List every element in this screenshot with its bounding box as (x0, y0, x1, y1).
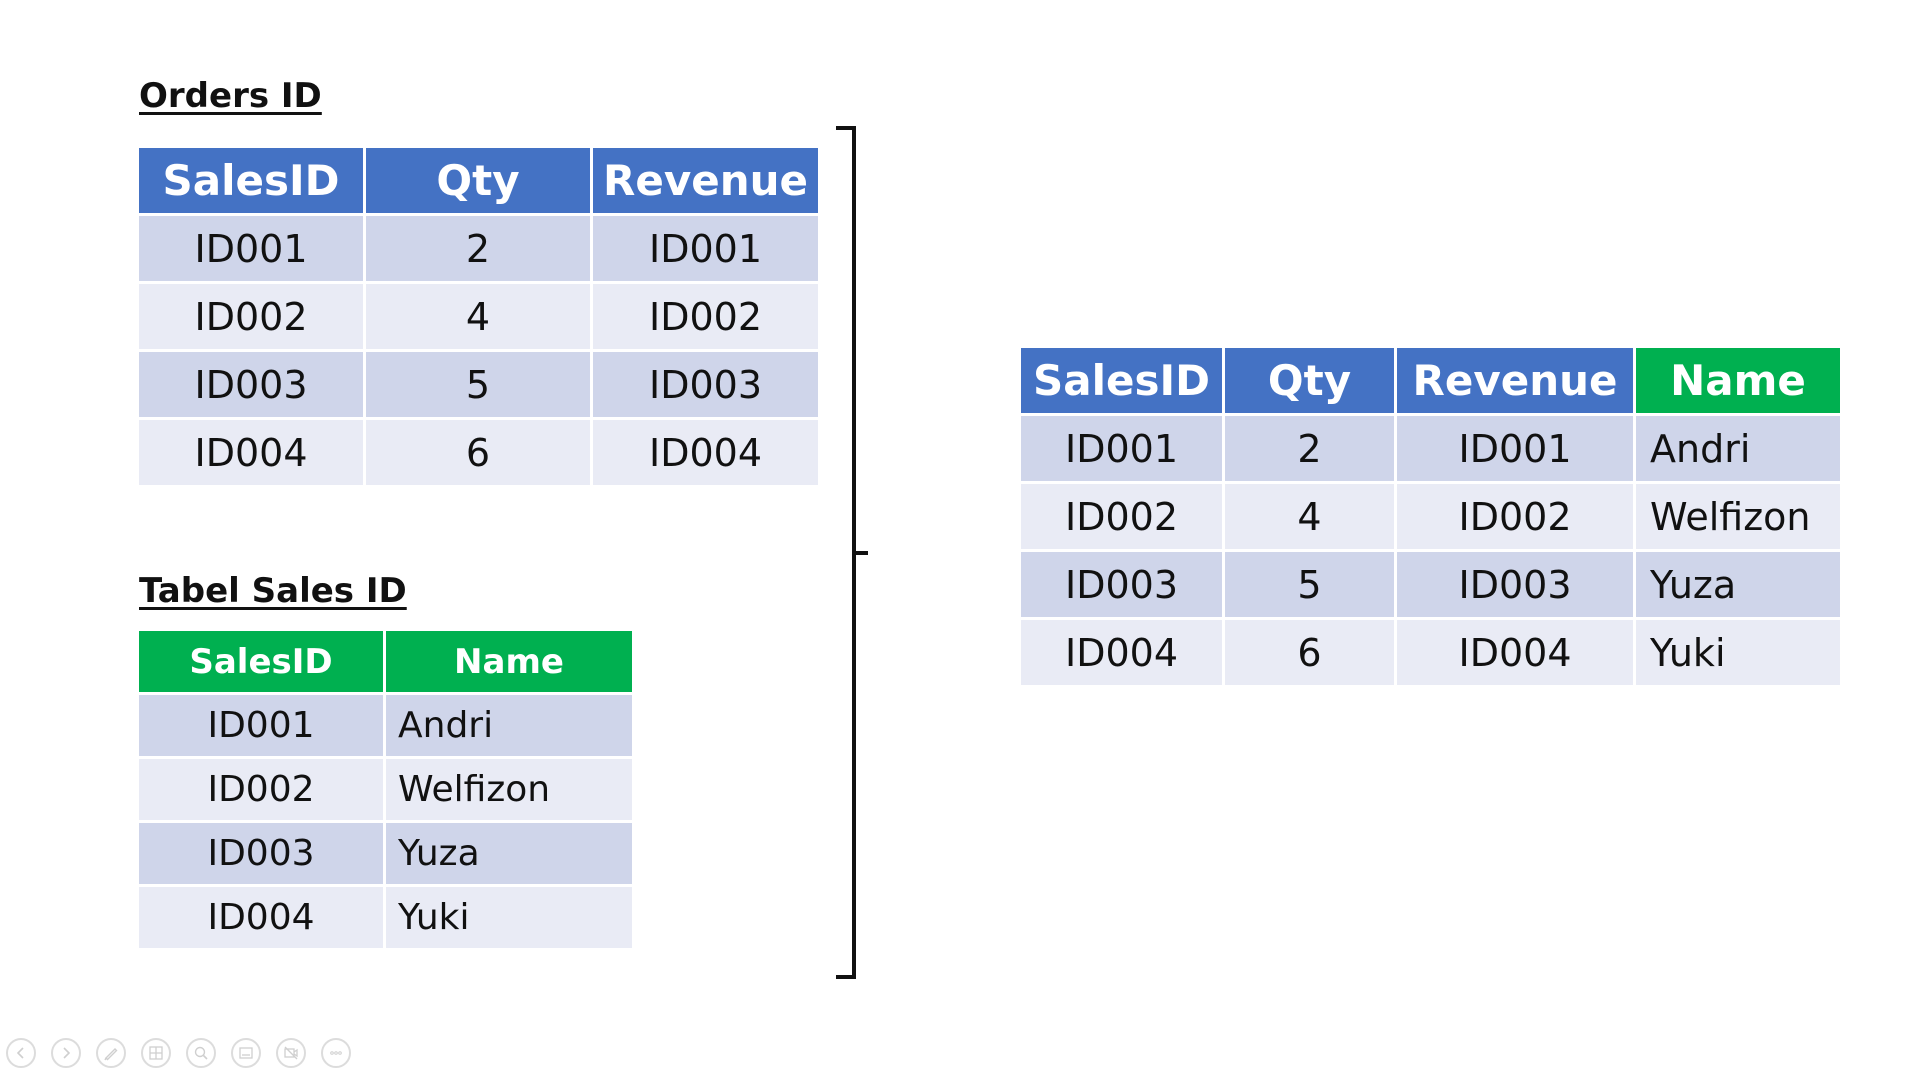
slideshow-toolbar (6, 1038, 351, 1068)
sales-cell-name: Andri (383, 692, 635, 759)
table-row: ID004 6 ID004 Yuki (1018, 617, 1843, 688)
table-row: ID003 5 ID003 (136, 349, 821, 420)
result-cell-salesid: ID003 (1018, 549, 1225, 620)
orders-cell-salesid: ID003 (136, 349, 366, 420)
table-row: ID001 2 ID001 (136, 213, 821, 284)
sales-table: SalesID Name ID001 Andri ID002 Welfizon … (136, 628, 635, 951)
right-brace (836, 126, 868, 979)
result-cell-salesid: ID001 (1018, 413, 1225, 484)
more-options-icon (330, 1051, 342, 1055)
table-row: ID002 Welfizon (136, 756, 635, 823)
zoom-button[interactable] (186, 1038, 216, 1068)
previous-slide-button[interactable] (6, 1038, 36, 1068)
sales-header-salesid: SalesID (136, 628, 386, 695)
camera-off-button[interactable] (276, 1038, 306, 1068)
orders-title: Orders ID (139, 76, 322, 116)
orders-cell-revenue: ID002 (590, 281, 821, 352)
result-cell-name: Andri (1633, 413, 1843, 484)
result-header-revenue: Revenue (1394, 345, 1636, 416)
orders-header-salesid: SalesID (136, 145, 366, 216)
sales-title: Tabel Sales ID (139, 571, 407, 611)
sales-cell-salesid: ID003 (136, 820, 386, 887)
result-table: SalesID Qty Revenue Name ID001 2 ID001 A… (1018, 345, 1843, 688)
next-slide-button[interactable] (51, 1038, 81, 1068)
sales-cell-salesid: ID001 (136, 692, 386, 759)
sales-cell-name: Yuki (383, 884, 635, 951)
sales-cell-salesid: ID004 (136, 884, 386, 951)
orders-header-row: SalesID Qty Revenue (136, 145, 821, 216)
result-header-qty: Qty (1222, 345, 1397, 416)
result-cell-qty: 4 (1222, 481, 1397, 552)
orders-cell-revenue: ID001 (590, 213, 821, 284)
orders-header-qty: Qty (363, 145, 593, 216)
result-cell-revenue: ID003 (1394, 549, 1636, 620)
result-cell-qty: 5 (1222, 549, 1397, 620)
result-cell-revenue: ID001 (1394, 413, 1636, 484)
sales-cell-salesid: ID002 (136, 756, 386, 823)
sales-cell-name: Yuza (383, 820, 635, 887)
table-row: ID002 4 ID002 Welfizon (1018, 481, 1843, 552)
orders-cell-revenue: ID004 (590, 417, 821, 488)
orders-cell-revenue: ID003 (590, 349, 821, 420)
table-row: ID003 Yuza (136, 820, 635, 887)
result-cell-revenue: ID004 (1394, 617, 1636, 688)
table-row: ID001 2 ID001 Andri (1018, 413, 1843, 484)
table-row: ID001 Andri (136, 692, 635, 759)
table-row: ID004 6 ID004 (136, 417, 821, 488)
result-header-salesid: SalesID (1018, 345, 1225, 416)
orders-cell-salesid: ID004 (136, 417, 366, 488)
orders-cell-qty: 2 (363, 213, 593, 284)
pen-icon (104, 1048, 118, 1061)
pen-button[interactable] (96, 1038, 126, 1068)
result-cell-revenue: ID002 (1394, 481, 1636, 552)
subtitles-icon (239, 1047, 253, 1059)
result-header-row: SalesID Qty Revenue Name (1018, 345, 1843, 416)
result-cell-name: Yuki (1633, 617, 1843, 688)
sales-cell-name: Welfizon (383, 756, 635, 823)
orders-header-revenue: Revenue (590, 145, 821, 216)
result-cell-name: Welfizon (1633, 481, 1843, 552)
sales-header-name: Name (383, 628, 635, 695)
table-row: ID003 5 ID003 Yuza (1018, 549, 1843, 620)
camera-off-icon (284, 1046, 298, 1060)
result-cell-salesid: ID004 (1018, 617, 1225, 688)
see-all-slides-icon (149, 1046, 163, 1060)
previous-slide-icon (16, 1047, 24, 1059)
table-row: ID002 4 ID002 (136, 281, 821, 352)
subtitles-button[interactable] (231, 1038, 261, 1068)
orders-cell-salesid: ID001 (136, 213, 366, 284)
next-slide-icon (63, 1047, 71, 1059)
orders-table: SalesID Qty Revenue ID001 2 ID001 ID002 … (136, 145, 821, 488)
result-cell-salesid: ID002 (1018, 481, 1225, 552)
more-options-button[interactable] (321, 1038, 351, 1068)
sales-header-row: SalesID Name (136, 628, 635, 695)
result-cell-qty: 6 (1222, 617, 1397, 688)
zoom-icon (194, 1046, 208, 1060)
result-cell-name: Yuza (1633, 549, 1843, 620)
result-cell-qty: 2 (1222, 413, 1397, 484)
result-header-name: Name (1633, 345, 1843, 416)
see-all-slides-button[interactable] (141, 1038, 171, 1068)
orders-cell-qty: 5 (363, 349, 593, 420)
orders-cell-qty: 4 (363, 281, 593, 352)
orders-cell-qty: 6 (363, 417, 593, 488)
orders-cell-salesid: ID002 (136, 281, 366, 352)
table-row: ID004 Yuki (136, 884, 635, 951)
